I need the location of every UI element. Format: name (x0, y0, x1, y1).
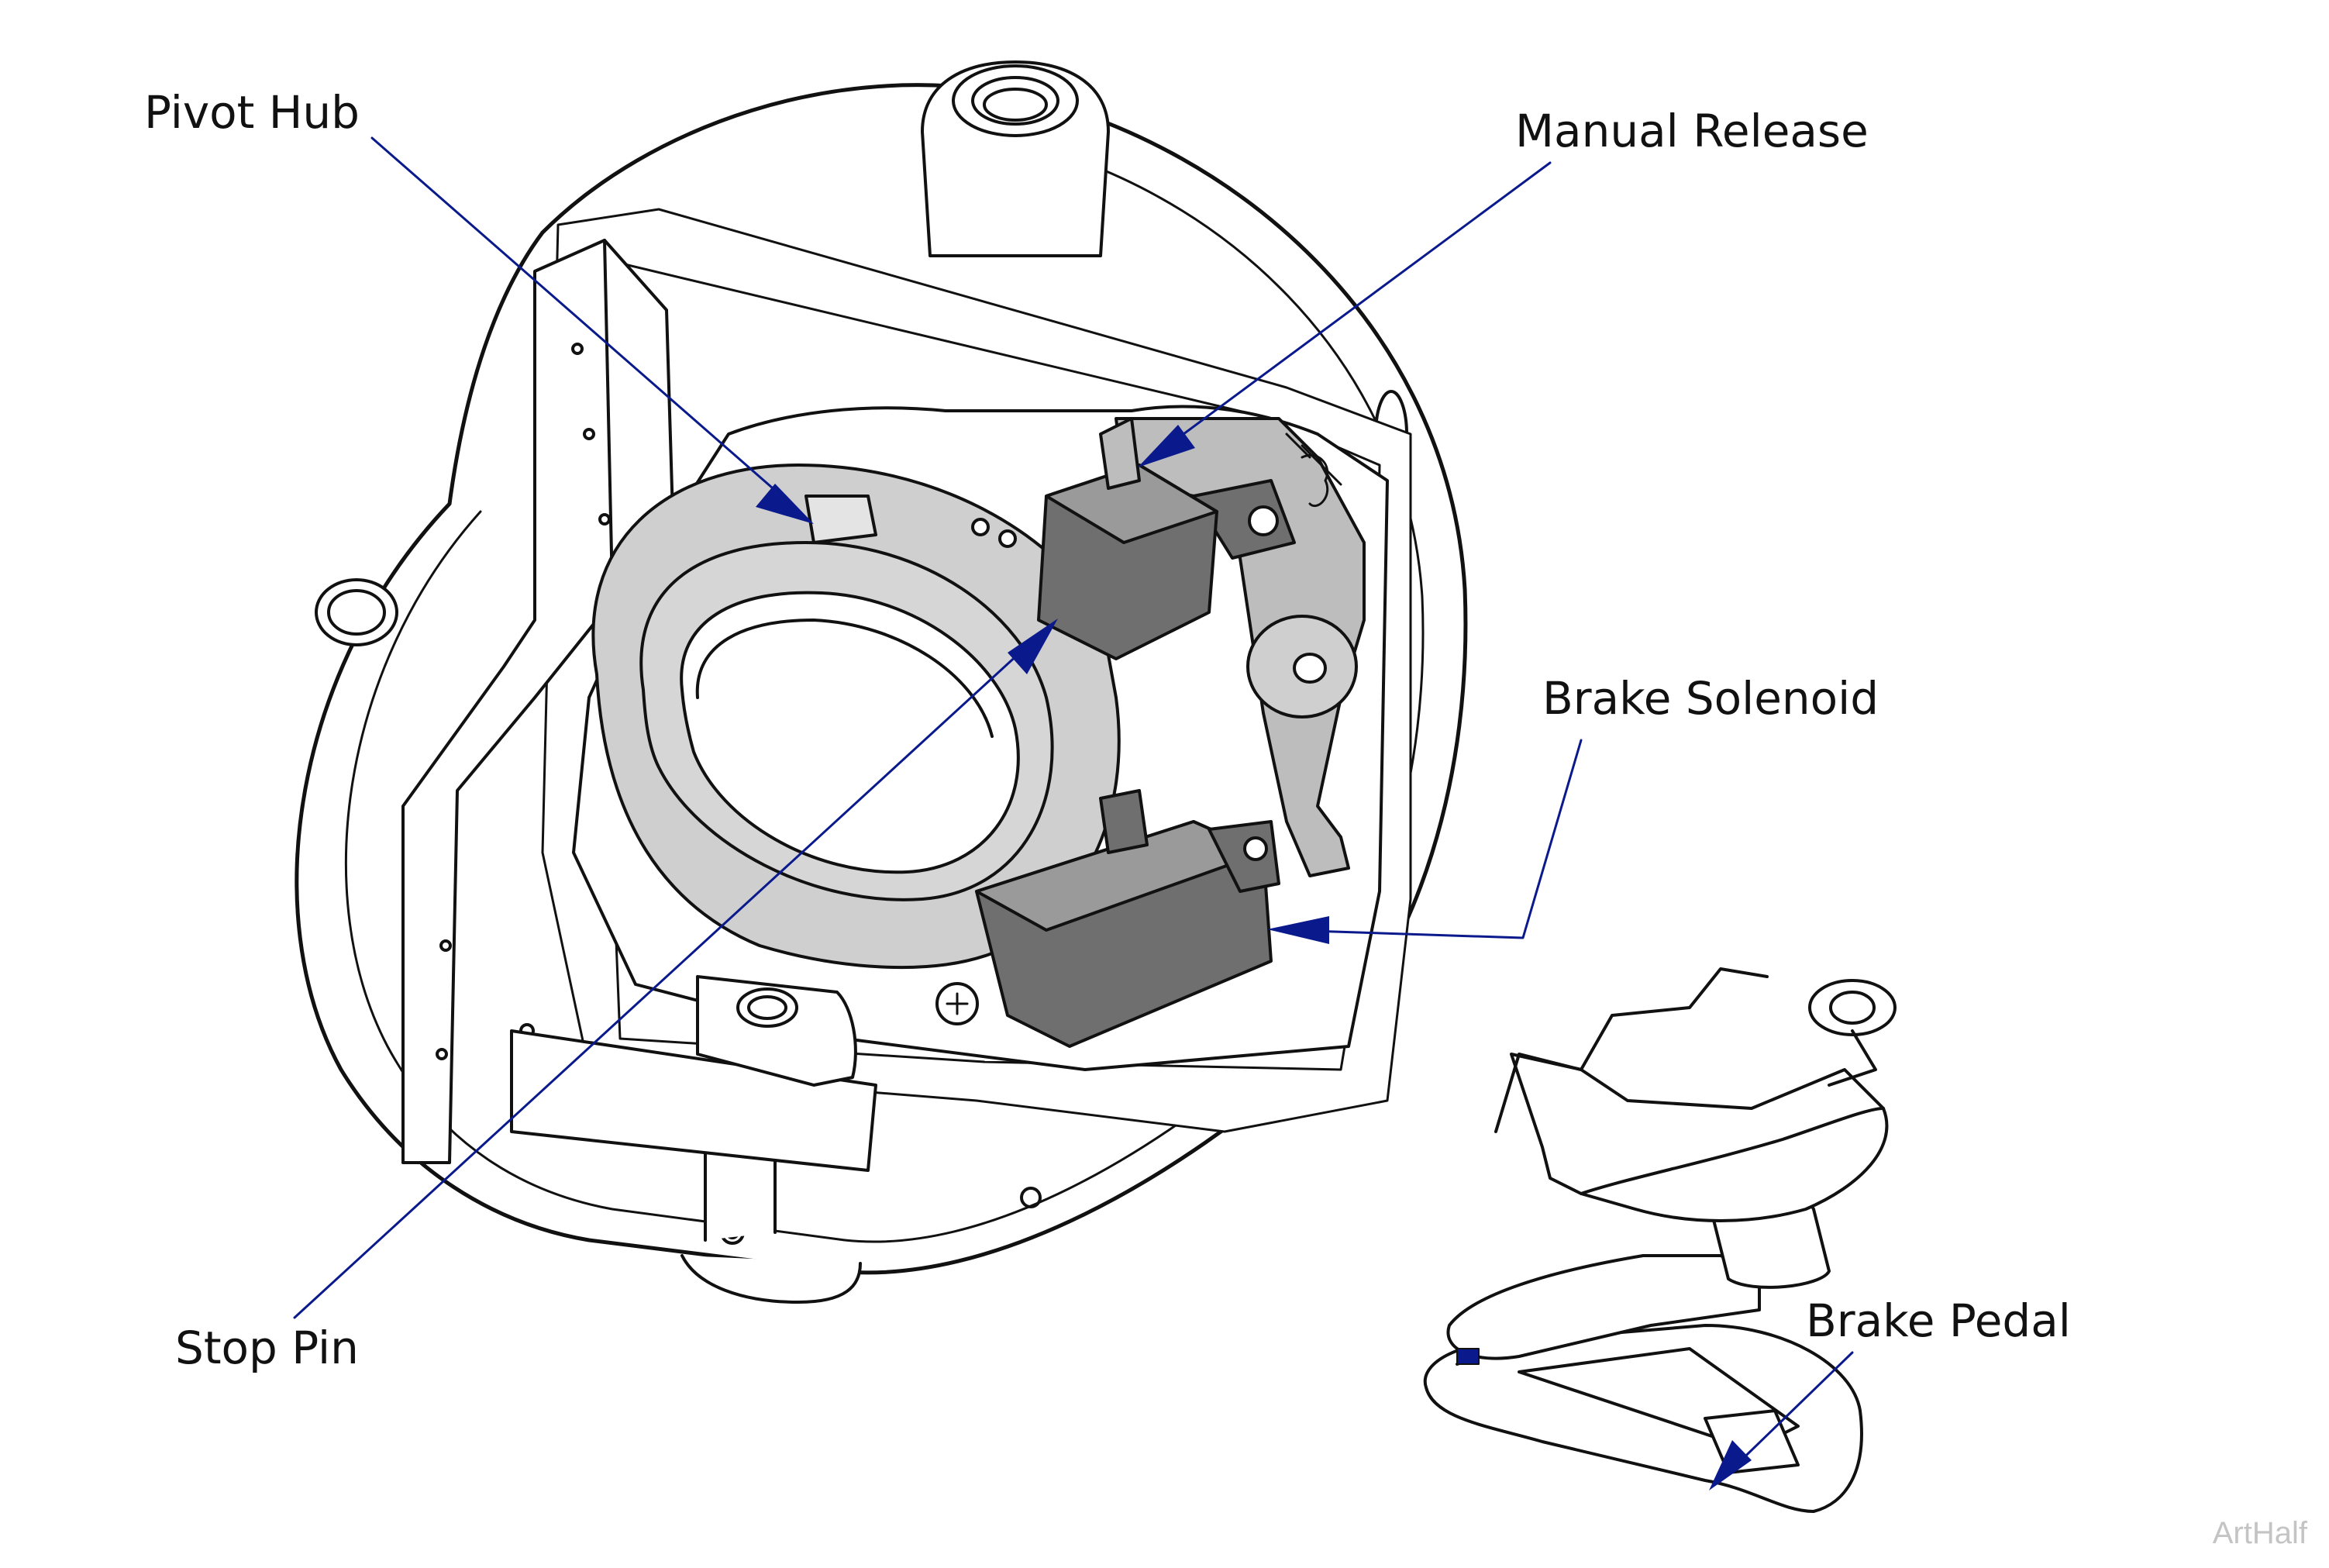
watermark-text: ArtHalf (2212, 1516, 2307, 1550)
pivot-hub-ring (591, 464, 1121, 970)
leader-arrowheads (756, 425, 1752, 1490)
leader-brake-solenoid (1285, 739, 1583, 939)
manual-release-block (1037, 417, 1218, 660)
arrowhead-brake-solenoid (1267, 916, 1329, 944)
arrowhead-stop-pin (1008, 619, 1058, 674)
label-pivot-hub: Pivot Hub (144, 86, 360, 139)
dental-chair-inset (1423, 967, 1897, 1513)
arrowhead-brake-pedal (1709, 1440, 1752, 1490)
arrowhead-manual-release (1138, 425, 1195, 467)
label-stop-pin: Stop Pin (175, 1322, 359, 1374)
leader-brake-pedal (1727, 1351, 1854, 1474)
leader-pivot-hub (370, 136, 792, 505)
arrowhead-pivot-hub (756, 484, 814, 524)
leader-manual-release (1161, 161, 1552, 451)
label-manual-release: Manual Release (1515, 105, 1869, 157)
label-brake-solenoid: Brake Solenoid (1542, 672, 1879, 725)
leader-stop-pin (293, 634, 1040, 1319)
label-brake-pedal: Brake Pedal (1806, 1294, 2071, 1347)
brake-solenoid-body (975, 789, 1280, 1048)
leader-lines (293, 136, 1854, 1474)
